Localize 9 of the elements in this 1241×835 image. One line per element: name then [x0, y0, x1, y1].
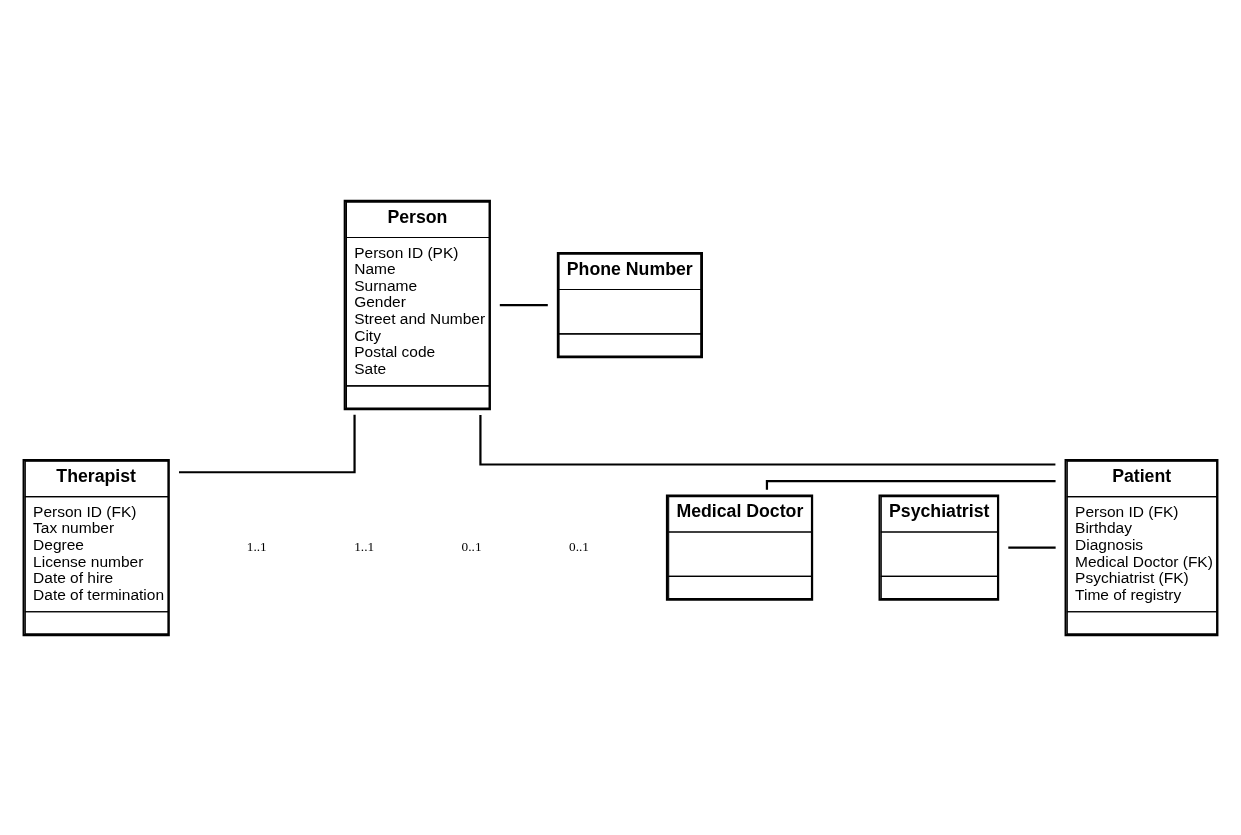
label: 1..1 [246, 538, 267, 554]
label: 0..1 [569, 538, 589, 554]
label: 1..1 [354, 538, 375, 554]
connector [1008, 545, 1056, 549]
connector [499, 303, 548, 306]
connector [765, 479, 1056, 490]
connector [479, 414, 1056, 466]
label: 0..1 [461, 538, 482, 554]
connector [179, 414, 356, 473]
